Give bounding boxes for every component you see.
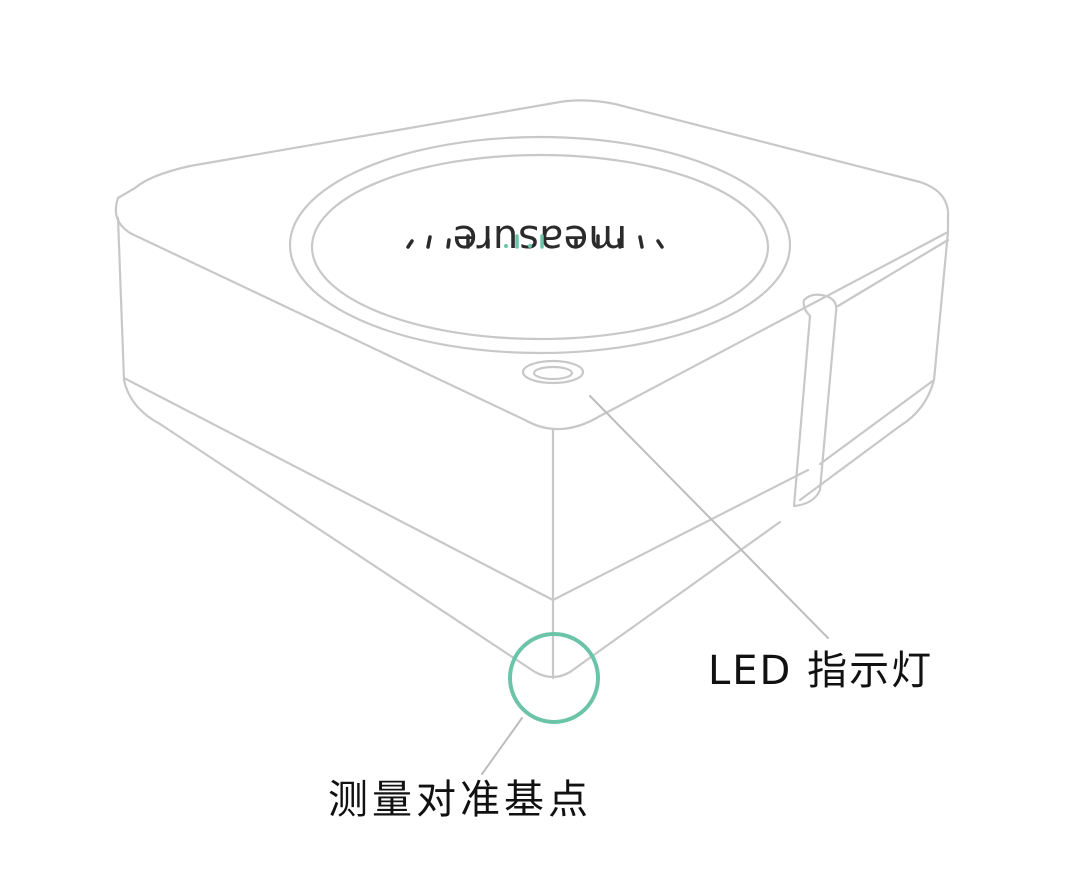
led-ring-outer: [521, 359, 585, 385]
device-logo: measure: [453, 216, 627, 262]
logo-wordmark: measure: [453, 216, 627, 262]
right-band-upper: [551, 468, 810, 602]
right-upper-face-line: [836, 238, 950, 308]
right-bottom-edge-2: [798, 424, 902, 502]
device-outline: [114, 99, 950, 680]
led-leader-line: [589, 395, 829, 639]
right-edge: [898, 230, 950, 428]
left-edge: [116, 216, 162, 426]
right-band-upper-2: [818, 378, 936, 466]
left-band-upper: [122, 376, 555, 602]
datum-highlight-circle: [508, 632, 600, 724]
top-face-edge: [114, 99, 950, 431]
dial-outer-ring: [288, 135, 792, 355]
logo-tick-marks: [406, 234, 664, 249]
datum-leader-line: [481, 717, 523, 775]
measurement-datum-label: 测量对准基点: [328, 777, 592, 823]
dial-inner-ring: [310, 153, 770, 341]
left-bottom-edge: [158, 422, 572, 679]
led-ring-inner: [532, 365, 574, 381]
right-bottom-edge: [568, 520, 782, 674]
led-indicator-label: LED 指示灯: [708, 648, 934, 694]
side-slot: [792, 293, 838, 508]
